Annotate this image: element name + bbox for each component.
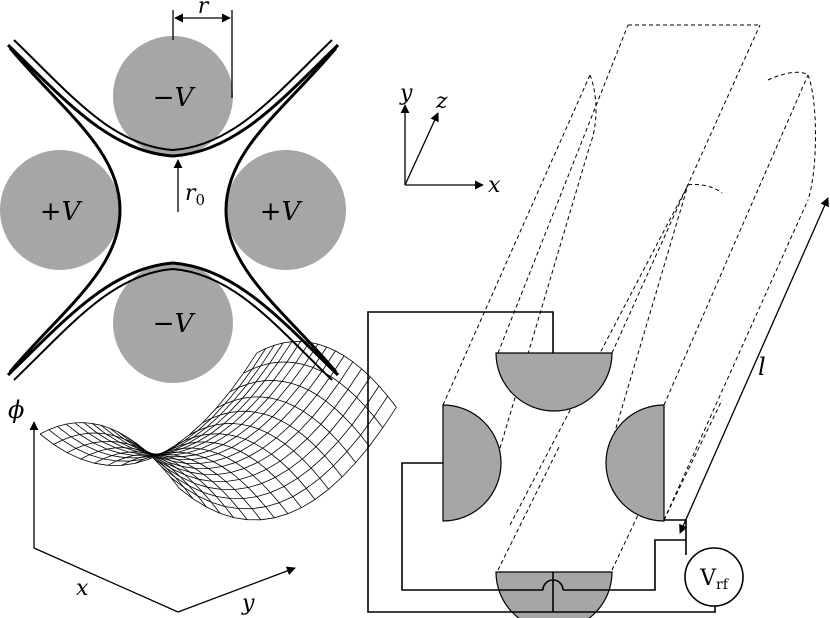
mesh-line — [216, 396, 357, 463]
mesh-line — [148, 447, 289, 515]
hyperbola-top — [6, 39, 340, 158]
label-left-rod: +V — [40, 197, 83, 227]
rod-top — [113, 36, 233, 156]
electrode-top — [495, 352, 613, 412]
phi-label: ϕ — [8, 396, 24, 424]
potential-plot: ϕ x y — [8, 340, 397, 616]
label-bottom-rod: −V — [153, 309, 196, 339]
r0-label: r0 — [185, 181, 205, 209]
axis-x-label: x — [488, 173, 501, 198]
electrode-bottom — [495, 571, 613, 618]
hyperbola-left — [8, 47, 122, 373]
wiring — [367, 311, 716, 613]
axis-z-label: z — [435, 89, 448, 114]
mesh-line — [229, 380, 370, 447]
axes-3d — [400, 104, 484, 190]
mesh-line — [161, 441, 302, 508]
quadrupole-3d: Vrf l — [367, 24, 829, 618]
mesh-line — [126, 355, 345, 469]
hyperbola-right — [224, 47, 338, 373]
electrode-left — [442, 404, 502, 522]
length-label: l — [758, 353, 766, 381]
electrode-right — [605, 404, 665, 522]
mesh-line — [175, 433, 316, 500]
plot-x-axis — [33, 547, 179, 613]
rod-bottom — [113, 263, 233, 383]
rod-radius-dimension — [172, 10, 233, 98]
mesh-line — [179, 406, 397, 521]
mesh-line — [144, 368, 362, 482]
mesh-line — [256, 340, 397, 408]
length-arrow — [679, 197, 829, 534]
saddle-mesh — [39, 340, 397, 521]
rod-right — [226, 150, 346, 270]
mesh-line — [243, 361, 384, 428]
rf-source — [684, 547, 744, 607]
mesh-line — [202, 410, 343, 478]
hyperbola-bottom — [6, 261, 340, 381]
mesh-line — [170, 395, 389, 510]
plot-y-label: y — [241, 591, 255, 616]
mesh-line — [118, 350, 336, 464]
rod-radius-label: r — [198, 0, 210, 19]
plot-y-axis — [177, 566, 296, 613]
mesh-line — [189, 423, 329, 490]
axis-y-label: y — [399, 81, 413, 106]
cross-section: −V −V +V +V r r0 — [0, 0, 346, 383]
plot-x-label: x — [76, 576, 89, 601]
rod-left — [0, 150, 120, 270]
label-right-rod: +V — [260, 197, 303, 227]
mesh-line — [135, 361, 354, 475]
mesh-line — [153, 376, 371, 490]
rf-source-label: Vrf — [699, 566, 730, 593]
label-top-rod: −V — [153, 83, 196, 113]
mesh-line — [161, 385, 380, 500]
